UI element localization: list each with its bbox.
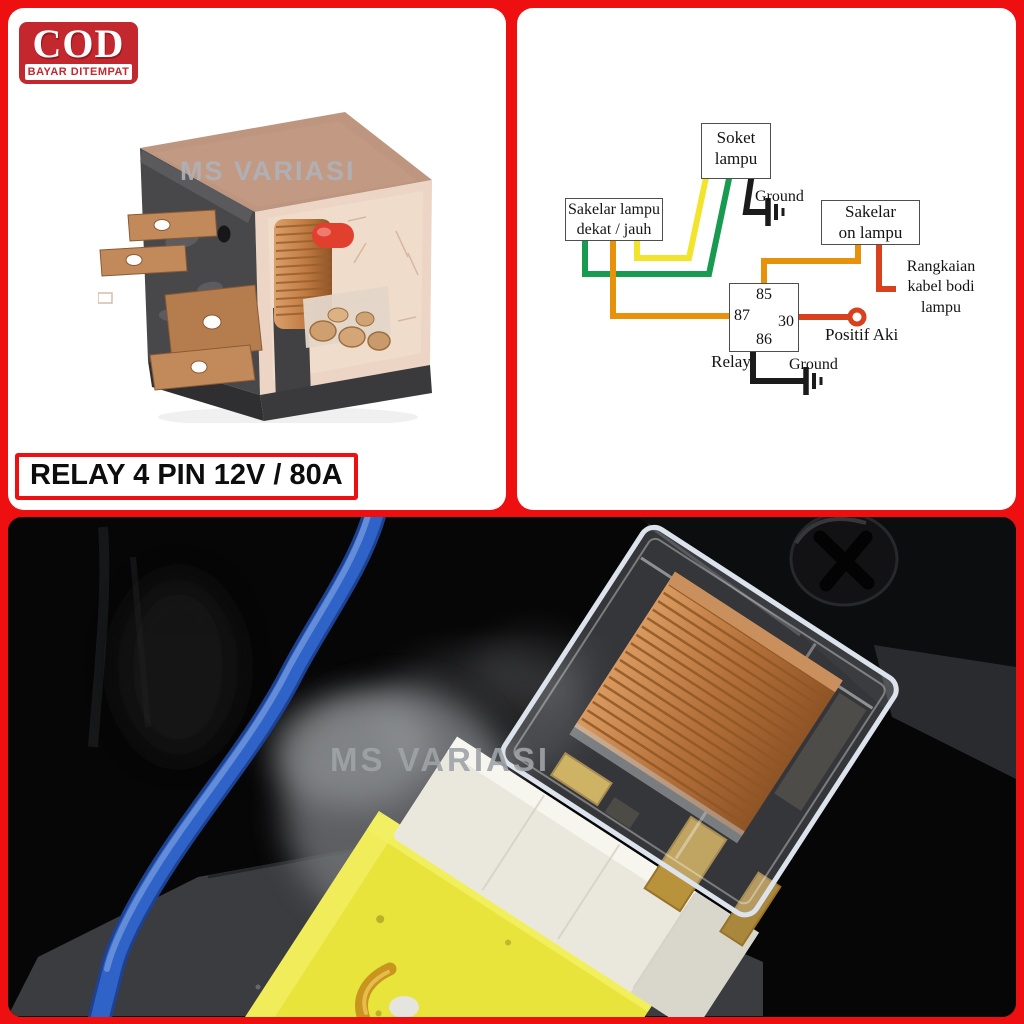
relay-label: Relay bbox=[711, 352, 751, 371]
ground-top-label: Ground bbox=[755, 188, 804, 205]
cod-badge-subtitle: BAYAR DITEMPAT bbox=[25, 64, 132, 80]
rangkaian-line3: lampu bbox=[921, 298, 961, 316]
sakelar-on-line1: Sakelar bbox=[845, 202, 896, 221]
watermark-top: MS VARIASI bbox=[180, 156, 356, 186]
installation-photo bbox=[8, 517, 1016, 1017]
sakelar-dekat-line2: dekat / jauh bbox=[576, 220, 652, 238]
wire-red-body bbox=[876, 241, 896, 292]
panel-product-photo: COD BAYAR DITEMPAT bbox=[8, 8, 506, 510]
ground-bottom-label: Ground bbox=[789, 356, 838, 373]
diagram-box-sakelar-on-lampu: Sakelar on lampu bbox=[821, 200, 920, 245]
soket-lampu-line2: lampu bbox=[714, 148, 758, 168]
product-title-label: RELAY 4 PIN 12V / 80A bbox=[15, 453, 358, 500]
rangkaian-label: Rangkaian kabel bodi lampu bbox=[887, 257, 995, 318]
soket-lampu-line1: Soket bbox=[716, 128, 756, 147]
blue-wire bbox=[87, 517, 387, 1017]
screw bbox=[789, 517, 899, 607]
wire-yellow bbox=[634, 172, 710, 261]
rangkaian-line1: Rangkaian bbox=[906, 258, 976, 275]
panel-installation-photo: MS VARIASI bbox=[8, 517, 1016, 1017]
diagram-relay-box: 85 87 30 86 bbox=[729, 283, 799, 352]
cod-badge: COD BAYAR DITEMPAT bbox=[19, 21, 138, 84]
relay-pins bbox=[99, 209, 263, 391]
clear-cover bbox=[500, 524, 899, 918]
ground-symbol-bottom bbox=[750, 350, 823, 395]
relay-product-photo bbox=[98, 112, 432, 423]
battery-positive-terminal bbox=[847, 307, 867, 327]
positif-aki-label: Positif Aki bbox=[825, 325, 899, 344]
installed-relay bbox=[220, 524, 899, 1017]
relay-contacts bbox=[309, 307, 391, 351]
wiring-diagram-wires bbox=[582, 172, 896, 395]
cod-badge-title: COD bbox=[32, 21, 125, 66]
watermark-bottom: MS VARIASI bbox=[330, 741, 551, 778]
diagram-box-sakelar-dekat-jauh: Sakelar lampu dekat / jauh bbox=[565, 198, 663, 241]
wire-orange-87 bbox=[610, 237, 729, 319]
panel-wiring-diagram: Soket lampu Sakelar lampu dekat / jauh S… bbox=[517, 8, 1016, 510]
relay-pin-85: 85 bbox=[756, 286, 772, 303]
sakelar-dekat-line1: Sakelar lampu bbox=[568, 201, 660, 218]
relay-pin-86: 86 bbox=[756, 331, 772, 349]
relay-pin-30: 30 bbox=[778, 313, 794, 330]
gold-wire bbox=[355, 962, 419, 1017]
rangkaian-line2: kabel bodi bbox=[907, 278, 975, 296]
relay-pin-87: 87 bbox=[734, 307, 750, 324]
sakelar-on-line2: on lampu bbox=[838, 222, 903, 242]
wire-green bbox=[582, 173, 733, 277]
relay-led bbox=[312, 223, 354, 248]
diagram-box-soket-lampu: Soket lampu bbox=[701, 123, 771, 179]
wire-orange-85 bbox=[761, 241, 861, 284]
ground-symbol-top bbox=[742, 172, 785, 226]
